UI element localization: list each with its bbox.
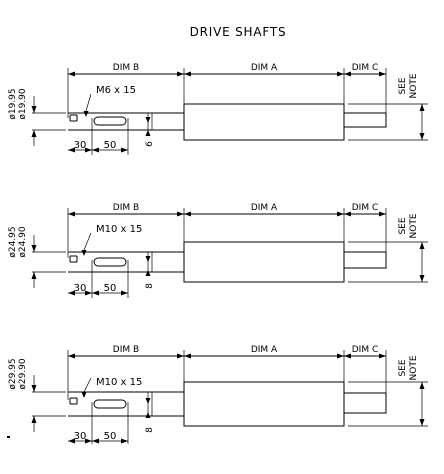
drawing-title: DRIVE SHAFTS: [190, 25, 287, 39]
dim-c-label: DIM C: [352, 203, 379, 213]
shaft-3-dims-top: DIM B DIM A DIM C: [67, 345, 387, 400]
dim-30-label: 30: [74, 431, 87, 442]
shaft-3-body: [68, 377, 387, 427]
diameter-max-label: ø19.95: [8, 88, 18, 119]
shaft-3: DIM B DIM A DIM C M10 x 15 ø29.95 ø29.90: [8, 345, 428, 444]
dim-b-label: DIM B: [113, 63, 139, 73]
shaft-1-keyway-dims: 30 50 6: [68, 113, 155, 155]
shaft-2-keyway-dims: 30 50 8: [68, 252, 155, 298]
see-label: SEE: [398, 217, 408, 234]
dim-b-label: DIM B: [113, 203, 139, 213]
see-label: SEE: [398, 359, 408, 376]
diameter-min-label: ø19.90: [18, 88, 28, 120]
dim-50-label: 50: [104, 283, 117, 294]
dim-b-label: DIM B: [113, 345, 139, 355]
shaft-1-dims-top: DIM B DIM A DIM C: [67, 63, 387, 118]
diameter-max-label: ø29.95: [8, 358, 18, 389]
see-label: SEE: [398, 77, 408, 94]
stray-mark: [7, 436, 10, 438]
thread-label: M6 x 15: [96, 85, 136, 96]
key-width-label: 8: [145, 427, 155, 433]
thread-label: M10 x 15: [96, 224, 142, 235]
shaft-2: DIM B DIM A DIM C M10 x 15 ø24.95 ø24.90: [8, 203, 428, 298]
shaft-3-dia-dim: ø29.95 ø29.90: [8, 358, 66, 432]
shaft-3-see-note: SEE NOTE: [348, 355, 428, 427]
dim-50-label: 50: [104, 431, 117, 442]
shaft-1-see-note: SEE NOTE: [348, 73, 428, 141]
key-width-label: 6: [145, 141, 155, 147]
thread-label: M10 x 15: [96, 377, 142, 388]
key-width-label: 8: [145, 283, 155, 289]
dim-30-label: 30: [74, 283, 87, 294]
shaft-2-see-note: SEE NOTE: [348, 213, 428, 283]
shaft-2-dims-top: DIM B DIM A DIM C: [67, 203, 387, 258]
shaft-2-body: [68, 232, 387, 283]
diameter-max-label: ø24.95: [8, 226, 18, 257]
shaft-1: DIM B DIM A DIM C M6 x 15 ø19.95 ø19.90: [8, 63, 428, 155]
shaft-3-keyway-dims: 30 50 8: [68, 392, 155, 444]
shaft-1-dia-dim: ø19.95 ø19.90: [8, 88, 66, 146]
dim-c-label: DIM C: [352, 345, 379, 355]
diameter-min-label: ø24.90: [18, 226, 28, 258]
note-label: NOTE: [409, 355, 419, 380]
dim-50-label: 50: [104, 140, 117, 151]
note-label: NOTE: [409, 213, 419, 238]
shaft-2-dia-dim: ø24.95 ø24.90: [8, 226, 66, 288]
diameter-min-label: ø29.90: [18, 358, 28, 390]
shaft-1-body: [68, 93, 387, 141]
dim-a-label: DIM A: [251, 63, 278, 73]
dim-a-label: DIM A: [251, 345, 278, 355]
note-label: NOTE: [409, 73, 419, 98]
dim-30-label: 30: [74, 140, 87, 151]
dim-a-label: DIM A: [251, 203, 278, 213]
dim-c-label: DIM C: [352, 63, 379, 73]
